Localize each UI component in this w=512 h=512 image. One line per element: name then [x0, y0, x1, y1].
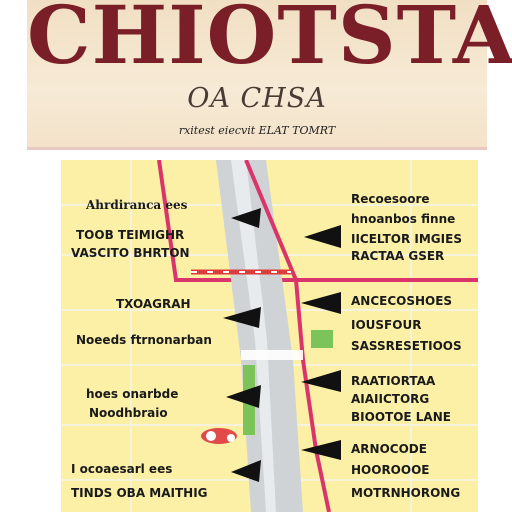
- page-subtitle: OA CHSA: [187, 83, 327, 114]
- map-label: Ahrdiranca ees: [86, 198, 188, 212]
- arrow-pointer-icon: [223, 208, 341, 482]
- landmark-marker[interactable]: [201, 428, 237, 444]
- map-label: VASCITO BHRTON: [71, 246, 190, 260]
- map-label: AIAIICTORG: [351, 392, 430, 406]
- map-label: RAATIORTAA: [351, 374, 436, 388]
- avenue-highlight: [231, 160, 276, 512]
- plaza-block: [241, 350, 303, 360]
- map-label: TINDS OBA MAITHIG: [71, 486, 208, 500]
- map-label: I ocoaesarl ees: [71, 462, 173, 476]
- map-label: TOOB TEIMIGHR: [76, 228, 185, 242]
- page-tagline: rxitest eiecvit ELAT TOMRT: [178, 124, 336, 137]
- map-label: HOOROOOE: [351, 463, 430, 477]
- map-label: hnoanbos finne: [351, 212, 456, 226]
- map-label: MOTRNHORONG: [351, 486, 461, 500]
- map-label: Noeeds ftrnonarban: [76, 333, 212, 347]
- map-canvas[interactable]: [61, 160, 478, 512]
- map-label: hoes onarbde: [86, 387, 179, 401]
- map-label: TXOAGRAH: [116, 297, 191, 311]
- map-label: IICELTOR IMGIES: [351, 232, 462, 246]
- poster-header: CHIOTSTA OA CHSA rxitest eiecvit ELAT TO…: [27, 0, 512, 150]
- map-label: Noodhbraio: [89, 406, 168, 420]
- map-label: ARNOCODE: [351, 442, 427, 456]
- district-boundary: [157, 160, 478, 282]
- map-label: SASSRESETIOOS: [351, 339, 462, 353]
- map-label: IOUSFOUR: [351, 318, 422, 332]
- map-label: RACTAA GSER: [351, 249, 445, 263]
- park-block: [311, 330, 333, 348]
- map-panel[interactable]: Ahrdiranca ees TOOB TEIMIGHR VASCITO BHR…: [61, 160, 478, 512]
- map-label: Recoesoore: [351, 192, 430, 206]
- page-title: CHIOTSTA: [27, 0, 512, 82]
- map-label: ANCECOSHOES: [351, 294, 453, 308]
- map-label: BIOOTOE LANE: [351, 410, 451, 424]
